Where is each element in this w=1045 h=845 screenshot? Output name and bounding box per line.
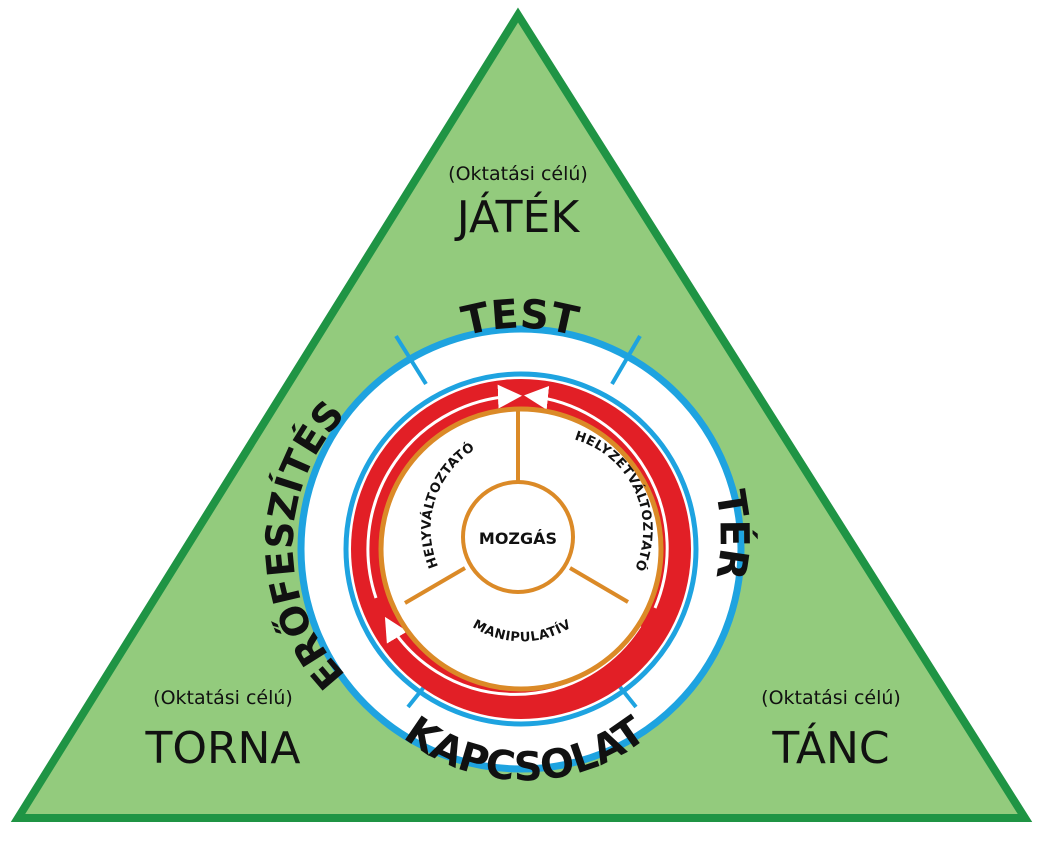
right-corner-title: TÁNC [771, 721, 889, 774]
top-corner-title: JÁTÉK [454, 190, 581, 243]
left-corner-subtitle: (Oktatási célú) [153, 687, 293, 709]
inner-ring-border [343, 371, 699, 727]
inner-spokes [403, 411, 630, 605]
ring-label-ter: TÉR [706, 487, 758, 583]
left-corner-title: TORNA [144, 723, 300, 774]
top-corner-subtitle: (Oktatási célú) [448, 163, 588, 185]
center-circle [461, 480, 575, 594]
center-label: MOZGÁS [479, 529, 557, 548]
right-corner-subtitle: (Oktatási célú) [761, 687, 901, 709]
